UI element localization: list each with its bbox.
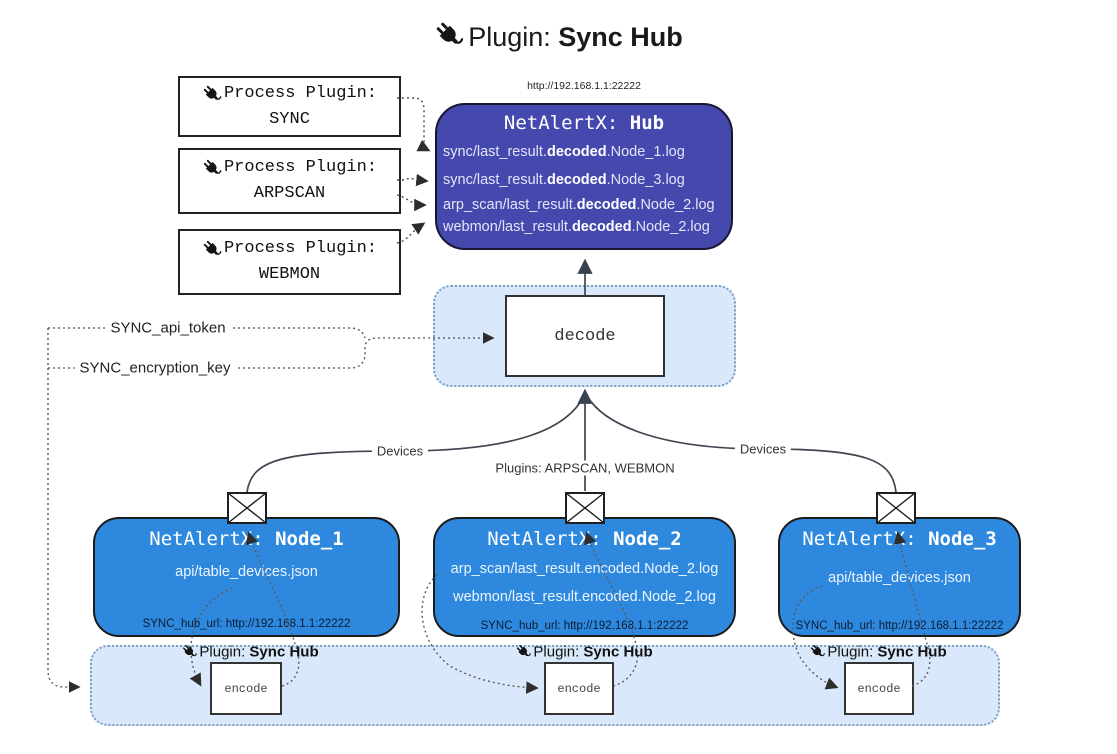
node-title-prefix: NetAlertX:: [149, 528, 276, 550]
hub-log-line: sync/last_result.decoded.Node_1.log: [443, 144, 685, 160]
log-bold: decoded: [546, 144, 607, 160]
node-2-line: webmon/last_result.encoded.Node_2.log: [453, 589, 716, 605]
encode-box-1: encode: [210, 662, 282, 715]
node-2-line: arp_scan/last_result.encoded.Node_2.log: [450, 561, 719, 577]
node-title-name: Node_3: [928, 528, 997, 550]
plug-icon: [809, 644, 825, 660]
plugin-label: Plugin:: [827, 643, 874, 661]
process-plugin-label: Process Plugin:: [223, 239, 378, 258]
process-plugin-edges: [396, 97, 431, 244]
node-2-title: NetAlertX: Node_2: [433, 528, 736, 550]
hub-log-line: webmon/last_result.decoded.Node_2.log: [443, 219, 710, 235]
log-post: .Node_3.log: [606, 172, 685, 188]
process-plugin-label: Process Plugin:: [223, 158, 378, 177]
plugin-label: Plugin:: [533, 643, 580, 661]
node-3-line: api/table_devices.json: [828, 570, 971, 586]
log-bold: decoded: [576, 197, 637, 213]
hub-url: http://192.168.1.1:22222: [527, 80, 641, 92]
edge-label-api-token: SYNC_api_token: [105, 319, 231, 337]
plug-icon: [181, 644, 197, 660]
encode-label: encode: [857, 681, 901, 696]
log-bold: decoded: [571, 219, 632, 235]
hub-log-line: arp_scan/last_result.decoded.Node_2.log: [443, 197, 715, 213]
process-plugin-name: SYNC: [269, 109, 310, 129]
encoder-plugin-label-1: Plugin: Sync Hub: [181, 643, 319, 661]
log-pre: sync/last_result.: [443, 172, 547, 188]
hub-title: NetAlertX: Hub: [435, 112, 733, 134]
edge-label-devices-right: Devices: [734, 441, 792, 457]
plug-icon: [434, 20, 464, 50]
process-plugin-sync: Process Plugin: SYNC: [178, 76, 401, 137]
node-1-line: api/table_devices.json: [175, 564, 318, 580]
hub-log-line: sync/last_result.decoded.Node_3.log: [443, 172, 685, 188]
encoder-plugin-label-3: Plugin: Sync Hub: [809, 643, 947, 661]
plug-icon: [515, 644, 531, 660]
plugin-label: Plugin:: [199, 643, 246, 661]
process-plugin-name: WEBMON: [258, 265, 321, 284]
plugin-name: Sync Hub: [249, 643, 319, 661]
encode-label: encode: [224, 681, 268, 696]
encoder-plugin-label-2: Plugin: Sync Hub: [515, 643, 653, 661]
decode-box: decode: [505, 295, 665, 377]
log-pre: webmon/last_result.: [443, 219, 572, 235]
encode-label: encode: [557, 681, 601, 696]
process-plugin-arpscan: Process Plugin: ARPSCAN: [178, 148, 401, 214]
node-title-name: Node_1: [275, 528, 344, 550]
node-title-prefix: NetAlertX:: [802, 528, 929, 550]
node-title-prefix: NetAlertX:: [487, 528, 614, 550]
encode-box-3: encode: [844, 662, 914, 715]
node-1-title: NetAlertX: Node_1: [93, 528, 400, 550]
process-plugin-label: Process Plugin:: [223, 83, 378, 103]
node-1-hub-url: SYNC_hub_url: http://192.168.1.1:22222: [142, 618, 351, 630]
log-pre: arp_scan/last_result.: [443, 197, 577, 213]
plug-icon: [202, 84, 222, 104]
hub-box: [435, 103, 733, 250]
plugin-name: Sync Hub: [583, 643, 653, 661]
log-post: .Node_1.log: [606, 144, 685, 160]
plug-icon: [202, 239, 222, 259]
title-name: Sync Hub: [558, 22, 683, 52]
log-post: .Node_2.log: [631, 219, 710, 235]
node-3-title: NetAlertX: Node_3: [778, 528, 1021, 550]
process-plugin-name: ARPSCAN: [253, 184, 326, 203]
edge-label-encryption-key: SYNC_encryption_key: [74, 359, 236, 377]
node-3-hub-url: SYNC_hub_url: http://192.168.1.1:22222: [795, 620, 1004, 632]
log-pre: sync/last_result.: [443, 144, 547, 160]
plug-icon: [202, 158, 222, 178]
hub-title-prefix: NetAlertX:: [503, 112, 630, 134]
node-2-hub-url: SYNC_hub_url: http://192.168.1.1:22222: [480, 620, 689, 632]
process-plugin-webmon: Process Plugin: WEBMON: [178, 229, 401, 295]
encode-box-2: encode: [544, 662, 614, 715]
decode-label: decode: [554, 326, 616, 346]
node-title-name: Node_2: [613, 528, 682, 550]
title-label: Plugin:: [468, 22, 551, 52]
edge-label-plugins-middle: Plugins: ARPSCAN, WEBMON: [490, 460, 680, 476]
edge-label-devices-left: Devices: [371, 443, 429, 459]
log-post: .Node_2.log: [636, 197, 715, 213]
page-title: Plugin: Sync Hub: [0, 20, 1117, 53]
log-bold: decoded: [546, 172, 607, 188]
plugin-name: Sync Hub: [877, 643, 947, 661]
hub-title-name: Hub: [629, 112, 665, 134]
